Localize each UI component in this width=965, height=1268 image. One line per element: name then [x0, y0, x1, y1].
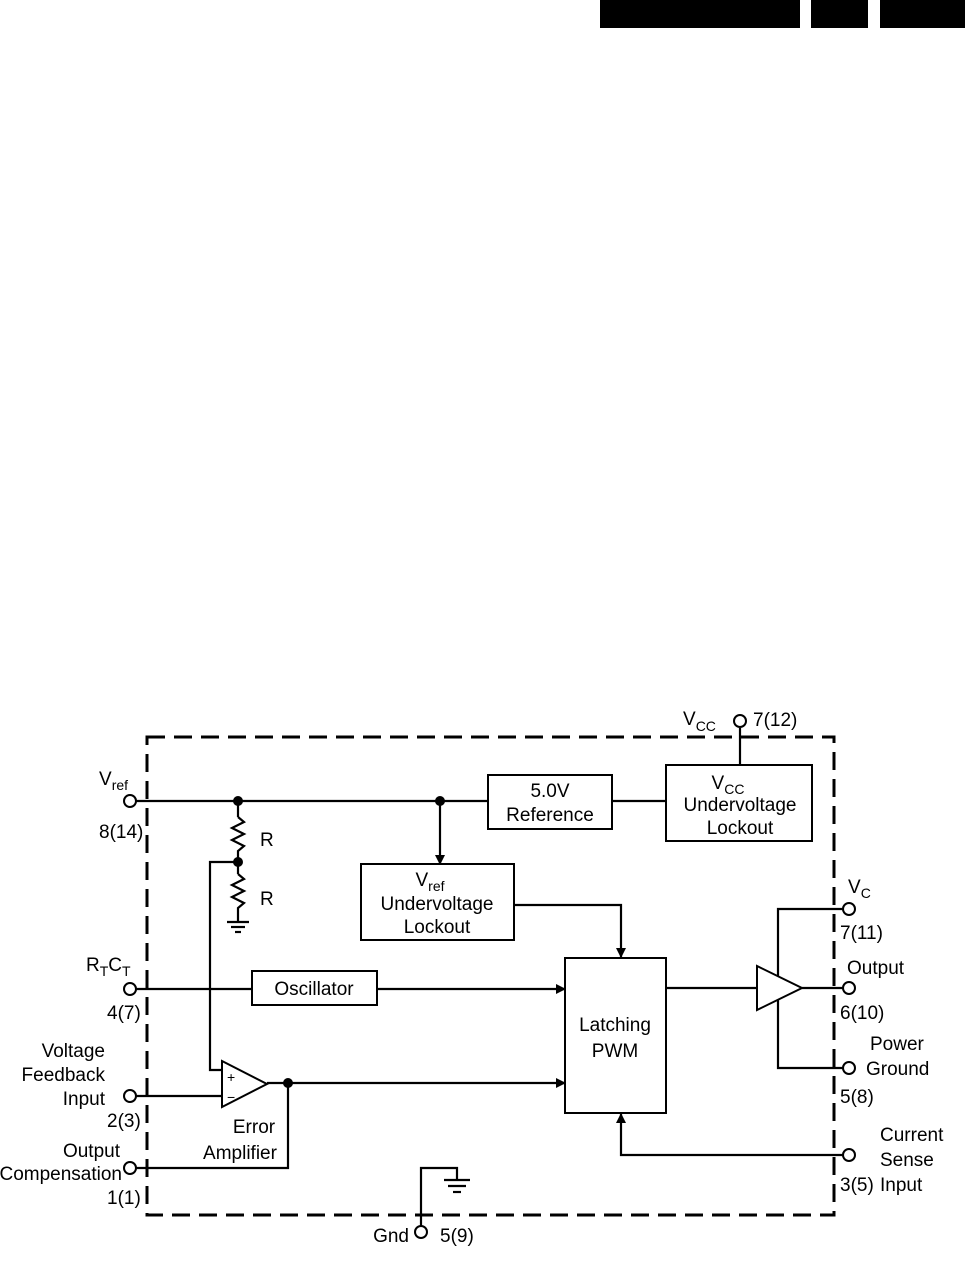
- svg-text:Undervoltage: Undervoltage: [683, 795, 796, 816]
- error-amplifier: + − Error Amplifier: [203, 1059, 278, 1164]
- svg-text:Ground: Ground: [866, 1059, 929, 1080]
- svg-text:+: +: [227, 1069, 235, 1085]
- svg-text:Output: Output: [63, 1141, 121, 1162]
- svg-text:VCC: VCC: [683, 709, 716, 734]
- resistor-upper-label: R: [260, 830, 274, 851]
- svg-text:RTCT: RTCT: [86, 955, 131, 979]
- svg-text:6(10): 6(10): [840, 1003, 884, 1024]
- svg-text:5(8): 5(8): [840, 1087, 874, 1108]
- svg-text:Voltage: Voltage: [42, 1041, 105, 1062]
- svg-text:7(11): 7(11): [840, 923, 883, 944]
- junction-dot: [435, 796, 445, 806]
- junction-dot: [283, 1078, 293, 1088]
- header-bars: [600, 0, 965, 28]
- svg-text:5.0V: 5.0V: [530, 781, 569, 802]
- svg-text:8(14): 8(14): [99, 822, 143, 843]
- svg-text:Reference: Reference: [506, 805, 594, 826]
- svg-text:7(12): 7(12): [753, 710, 797, 731]
- pin-gnd: Gnd 5(9): [373, 1225, 474, 1247]
- vcc-uvlo-block: VCC Undervoltage Lockout: [665, 764, 813, 842]
- svg-text:Sense: Sense: [880, 1150, 934, 1171]
- pin-power-ground: Power Ground 5(8): [840, 1034, 929, 1108]
- svg-text:Compensation: Compensation: [0, 1164, 122, 1185]
- pin-current-sense: Current Sense Input 3(5): [840, 1125, 944, 1196]
- svg-text:Amplifier: Amplifier: [203, 1143, 278, 1164]
- pin-vcc: VCC 7(12): [683, 709, 797, 734]
- svg-text:Gnd: Gnd: [373, 1226, 409, 1247]
- svg-text:1(1): 1(1): [107, 1188, 141, 1209]
- pin-voltage-feedback: Voltage Feedback Input 2(3): [22, 1041, 141, 1132]
- svg-text:−: −: [227, 1089, 235, 1105]
- output-driver: [756, 964, 805, 1012]
- svg-text:2(3): 2(3): [107, 1111, 141, 1132]
- svg-text:VCC: VCC: [712, 773, 745, 797]
- pin-vc: VC 7(11): [840, 877, 883, 944]
- svg-text:Vref: Vref: [99, 769, 128, 793]
- svg-text:Oscillator: Oscillator: [274, 979, 354, 1000]
- svg-text:Error: Error: [233, 1117, 276, 1138]
- svg-text:Latching: Latching: [579, 1015, 651, 1036]
- svg-text:Undervoltage: Undervoltage: [380, 894, 493, 915]
- junction-dot: [233, 857, 243, 867]
- chip-boundary: [145, 735, 836, 1217]
- header-bar-3: [880, 0, 965, 28]
- pin-output-compensation: Output Compensation 1(1): [0, 1141, 141, 1209]
- svg-text:Lockout: Lockout: [404, 917, 471, 938]
- svg-text:Output: Output: [847, 958, 905, 979]
- pin-output: Output 6(10): [840, 958, 905, 1024]
- pin-rtct: RTCT 4(7): [86, 955, 141, 1024]
- vref-uvlo-block: Vref Undervoltage Lockout: [360, 863, 515, 941]
- svg-text:Feedback: Feedback: [22, 1065, 106, 1086]
- pin-vref: Vref 8(14): [99, 769, 143, 843]
- svg-text:Power: Power: [870, 1034, 925, 1055]
- svg-text:PWM: PWM: [592, 1041, 638, 1062]
- svg-text:3(5): 3(5): [840, 1175, 874, 1196]
- svg-text:VC: VC: [848, 877, 871, 901]
- svg-text:Current: Current: [880, 1125, 944, 1146]
- latching-pwm-block: Latching PWM: [564, 957, 667, 1114]
- svg-text:Input: Input: [880, 1175, 923, 1196]
- header-bar-1: [600, 0, 800, 28]
- header-bar-2: [811, 0, 868, 28]
- reference-block: 5.0V Reference: [487, 774, 613, 830]
- svg-text:Lockout: Lockout: [707, 818, 774, 839]
- svg-text:5(9): 5(9): [440, 1226, 474, 1247]
- svg-text:Input: Input: [63, 1089, 106, 1110]
- svg-text:4(7): 4(7): [107, 1003, 141, 1024]
- oscillator-block: Oscillator: [251, 970, 378, 1006]
- wires: [136, 728, 843, 1226]
- junction-dot: [233, 796, 243, 806]
- resistor-lower-label: R: [260, 889, 274, 910]
- svg-text:Vref: Vref: [415, 870, 444, 894]
